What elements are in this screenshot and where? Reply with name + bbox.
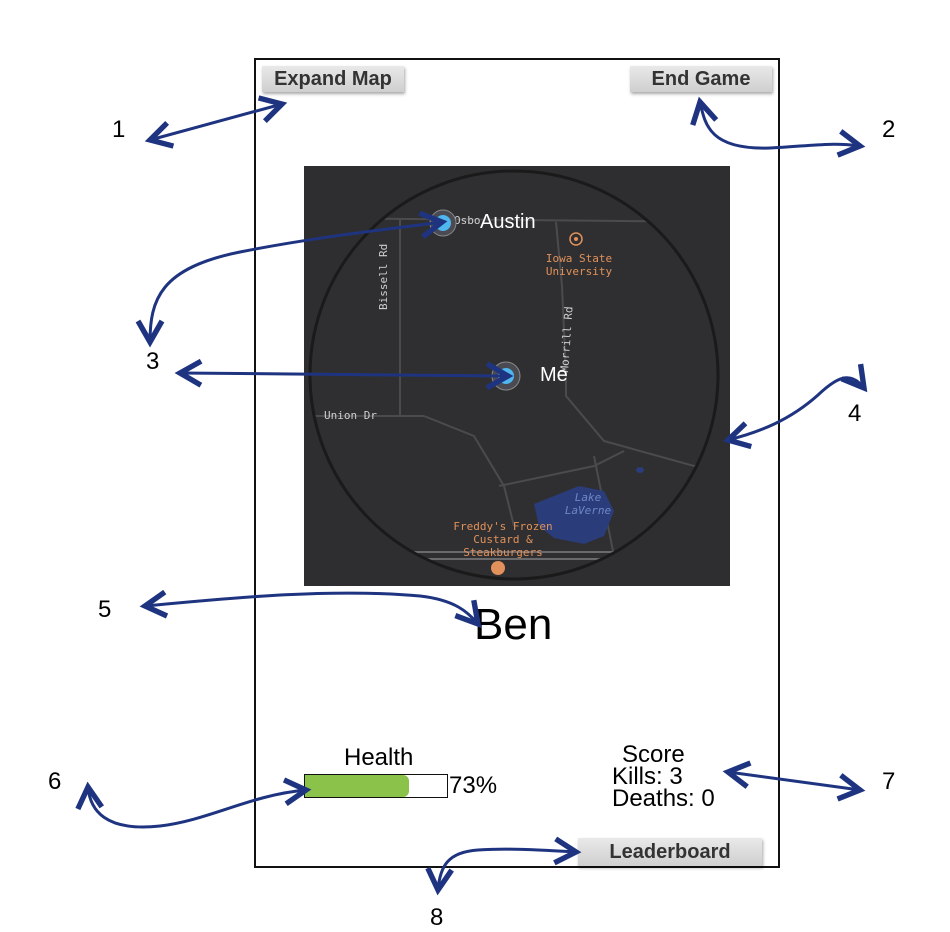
map-label-union-dr: Union Dr bbox=[324, 409, 377, 422]
annotation-number-7: 7 bbox=[882, 768, 896, 795]
annotation-number-8: 8 bbox=[430, 904, 444, 931]
end-game-button[interactable]: End Game bbox=[630, 66, 772, 92]
annotation-number-1: 1 bbox=[112, 116, 126, 143]
health-label: Health bbox=[344, 744, 414, 771]
annotation-number-6: 6 bbox=[48, 768, 62, 795]
health-percent: 73% bbox=[449, 772, 498, 799]
deaths-count: Deaths: 0 bbox=[612, 785, 715, 812]
score-title: Score bbox=[622, 741, 685, 768]
score-panel: Score Kills: 3 Deaths: 0 bbox=[612, 741, 715, 812]
annotation-number-5: 5 bbox=[98, 596, 112, 623]
annotation-number-3: 3 bbox=[146, 348, 160, 375]
health-bar bbox=[304, 774, 448, 798]
expand-map-button[interactable]: Expand Map bbox=[262, 66, 404, 92]
map-label-lake-laverne: Lake LaVerne bbox=[564, 491, 612, 517]
player-name-title: Ben bbox=[474, 600, 553, 649]
health-bar-fill bbox=[305, 775, 409, 797]
leaderboard-button[interactable]: Leaderboard bbox=[578, 838, 762, 866]
map-label-iowa-state: Iowa State University bbox=[545, 252, 613, 278]
annotation-number-4: 4 bbox=[848, 400, 862, 427]
player-name-me: Me bbox=[540, 364, 568, 386]
map-label-freddys: Freddy's Frozen Custard & Steakburgers bbox=[453, 520, 553, 559]
map-label-osborn: Osbo bbox=[454, 214, 481, 227]
player-name-austin: Austin bbox=[480, 211, 536, 233]
kills-count: Kills: 3 bbox=[612, 763, 683, 790]
annotation-number-2: 2 bbox=[882, 116, 896, 143]
